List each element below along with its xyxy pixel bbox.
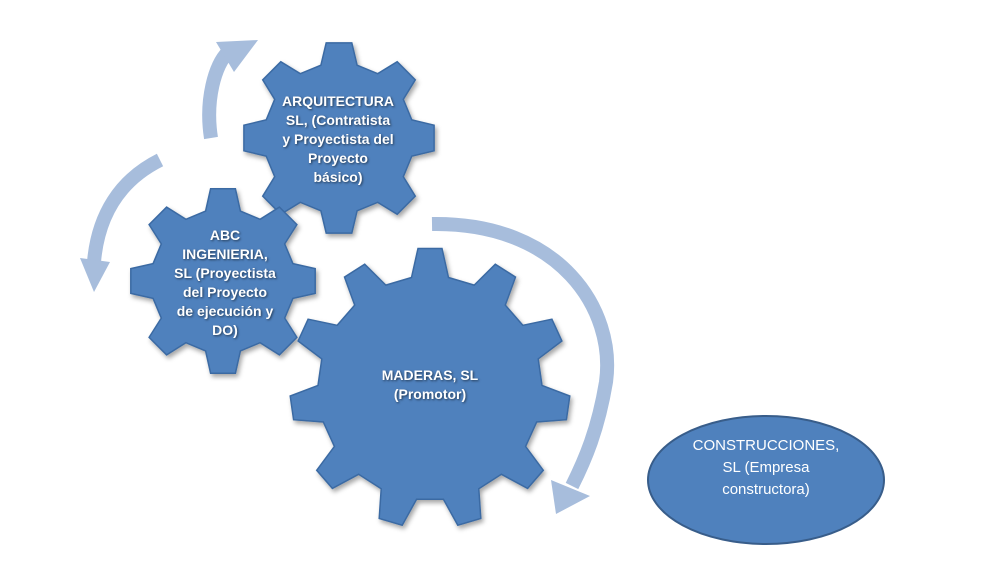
arrow-right-head xyxy=(551,480,590,514)
arrow-top-head xyxy=(216,40,258,72)
label-maderas: MADERAS, SL (Promotor) xyxy=(355,366,505,404)
label-line: MADERAS, SL xyxy=(381,367,479,383)
arrow-left-head xyxy=(80,258,110,292)
label-construcciones: CONSTRUCCIONES, SL (Empresa constructora… xyxy=(676,435,856,501)
gear-arquitectura xyxy=(243,42,435,234)
label-line: INGENIERIA, xyxy=(182,246,268,262)
arrow-right-curve xyxy=(431,216,615,490)
gear-maderas xyxy=(289,247,571,527)
label-line: ABC xyxy=(209,227,241,243)
label-line: básico) xyxy=(313,169,363,185)
label-line: SL (Proyectista xyxy=(174,265,276,281)
arrow-left-curve xyxy=(87,153,164,263)
label-line: ARQUITECTURA xyxy=(282,93,394,109)
label-line: (Promotor) xyxy=(393,386,467,402)
label-line: y Proyectista del xyxy=(282,131,394,147)
label-line: Proyecto xyxy=(308,150,368,166)
ellipse-construcciones xyxy=(647,415,885,545)
label-line: de ejecución y xyxy=(176,303,274,319)
label-line: SL (Empresa xyxy=(722,459,810,476)
label-line: DO) xyxy=(212,322,238,338)
label-line: CONSTRUCCIONES, xyxy=(692,437,840,454)
gear-abc-ingenieria xyxy=(130,188,316,374)
arrow-top-curve xyxy=(202,47,234,140)
label-line: constructora) xyxy=(722,481,810,498)
label-abc-ingenieria: ABC INGENIERIA, SL (Proyectista del Proy… xyxy=(150,226,300,340)
label-arquitectura: ARQUITECTURA SL, (Contratista y Proyecti… xyxy=(263,92,413,187)
label-line: SL, (Contratista xyxy=(285,112,391,128)
label-line: del Proyecto xyxy=(182,284,268,300)
